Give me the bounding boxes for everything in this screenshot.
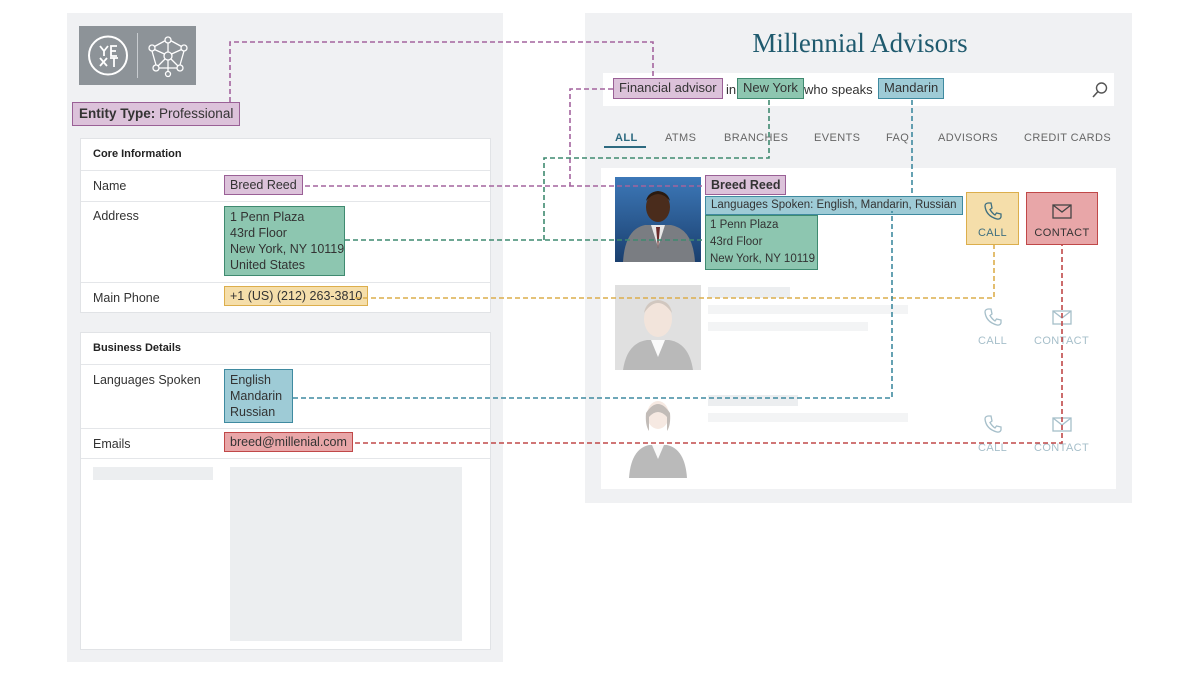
logo-divider: [137, 33, 138, 78]
contact-button[interactable]: CONTACT: [1034, 442, 1090, 454]
tab-credit-cards[interactable]: CREDIT CARDS: [1024, 132, 1112, 144]
tab-faq[interactable]: FAQ: [886, 132, 910, 144]
phone-icon: [983, 202, 1002, 220]
search-word-who-speaks: who speaks: [804, 82, 873, 97]
name-value-field[interactable]: Breed Reed: [224, 175, 303, 196]
address-line: 1 Penn Plaza: [230, 210, 305, 224]
placeholder-name: [708, 395, 798, 406]
entity-type-badge: Entity Type: Professional: [72, 102, 241, 126]
main-phone-label: Main Phone: [93, 291, 160, 305]
tab-atms[interactable]: ATMS: [665, 132, 697, 144]
call-button[interactable]: CALL: [978, 335, 1008, 347]
address-line: New York, NY 10119: [710, 253, 816, 265]
yext-logo-icon: [88, 35, 128, 76]
placeholder-text: [708, 413, 908, 422]
divider: [81, 428, 490, 429]
tab-all[interactable]: ALL: [615, 132, 638, 144]
address-line: 43rd Floor: [230, 226, 287, 240]
result-name[interactable]: Breed Reed: [705, 175, 787, 196]
name-label: Name: [93, 179, 127, 193]
divider: [81, 201, 490, 202]
core-information-title: Core Information: [93, 148, 182, 160]
result-languages: Languages Spoken: English, Mandarin, Rus…: [705, 196, 963, 215]
contact-label: CONTACT: [1034, 227, 1090, 239]
envelope-icon[interactable]: [1051, 306, 1073, 333]
divider: [81, 364, 490, 365]
brand-title: Millennial Advisors: [752, 28, 968, 58]
main-phone-value-field[interactable]: +1 (US) (212) 263-3810: [224, 286, 369, 307]
entity-type-label: Entity Type:: [79, 106, 156, 121]
address-line: United States: [230, 258, 306, 272]
languages-value-field[interactable]: English Mandarin Russian: [224, 369, 293, 423]
address-line: 1 Penn Plaza: [710, 219, 779, 231]
divider: [81, 170, 490, 171]
entity-type-value: Professional: [159, 106, 234, 121]
envelope-icon[interactable]: [1051, 413, 1073, 440]
placeholder-text: [708, 322, 868, 331]
search-term-language: Mandarin: [878, 78, 945, 99]
placeholder-name: [708, 287, 790, 298]
tab-branches[interactable]: BRANCHES: [724, 132, 789, 144]
language-item: Mandarin: [230, 389, 283, 403]
call-button[interactable]: CALL: [978, 442, 1008, 454]
divider: [81, 282, 490, 283]
language-item: Russian: [230, 405, 276, 419]
advisor-avatar: [615, 285, 701, 370]
tab-advisors[interactable]: ADVISORS: [938, 132, 999, 144]
search-word-in: in: [726, 82, 737, 97]
business-details-title: Business Details: [93, 342, 182, 354]
divider: [81, 458, 490, 459]
call-button[interactable]: CALL: [966, 192, 1019, 245]
tab-events[interactable]: EVENTS: [814, 132, 861, 144]
address-line: New York, NY 10119: [230, 242, 345, 256]
contact-button[interactable]: CONTACT: [1026, 192, 1098, 245]
email-value-field[interactable]: breed@millenial.com: [224, 432, 353, 453]
envelope-icon: [1052, 204, 1072, 219]
call-label: CALL: [977, 227, 1008, 239]
languages-spoken-label: Languages Spoken: [93, 373, 201, 387]
knowledge-graph-icon: [146, 34, 190, 83]
phone-icon[interactable]: [982, 413, 1004, 440]
advisor-avatar: [615, 393, 701, 478]
contact-button[interactable]: CONTACT: [1034, 335, 1090, 347]
placeholder-label: [93, 467, 213, 480]
placeholder-text: [708, 305, 908, 314]
result-address: 1 Penn Plaza 43rd Floor New York, NY 101…: [705, 215, 818, 270]
active-tab-indicator: [604, 146, 646, 148]
phone-icon[interactable]: [982, 306, 1004, 333]
emails-label: Emails: [93, 437, 131, 451]
search-term-role: Financial advisor: [613, 78, 723, 99]
advisor-avatar: [615, 177, 701, 262]
search-term-location: New York: [737, 78, 804, 99]
address-value-field[interactable]: 1 Penn Plaza 43rd Floor New York, NY 101…: [224, 206, 345, 276]
placeholder-field: [230, 467, 462, 641]
address-line: 43rd Floor: [710, 236, 763, 248]
address-label: Address: [93, 209, 139, 223]
language-item: English: [230, 373, 271, 387]
search-icon[interactable]: [1091, 81, 1109, 104]
